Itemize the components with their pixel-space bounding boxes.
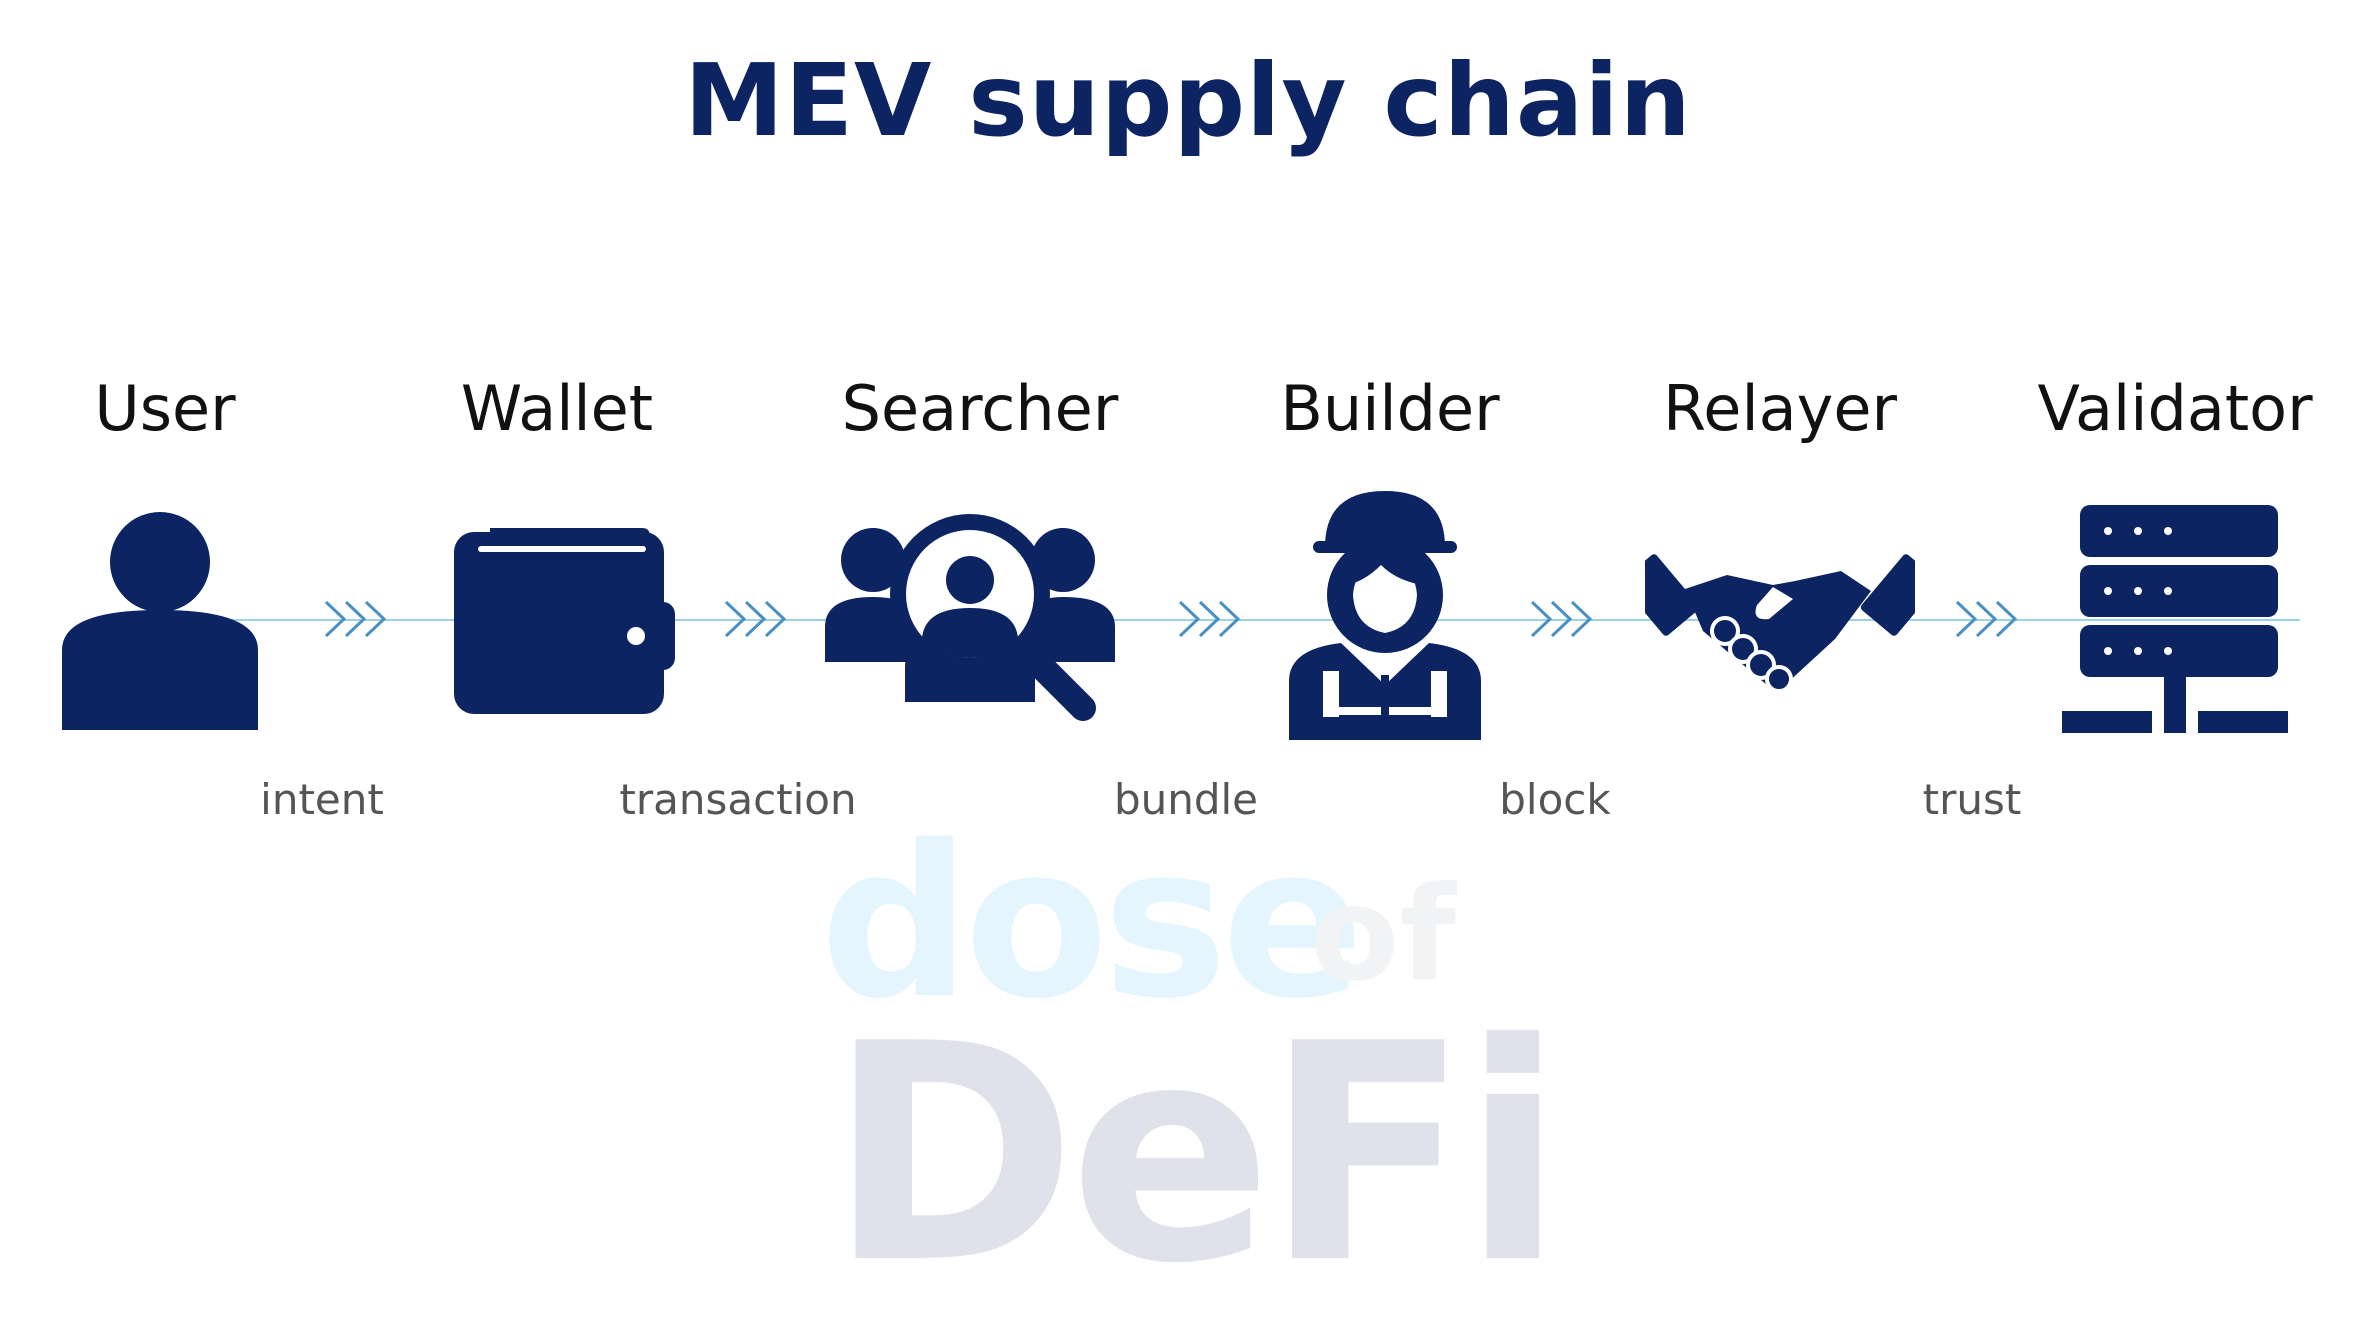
stage-label-wallet: Wallet xyxy=(460,372,654,445)
stage-label-builder: Builder xyxy=(1280,372,1500,445)
chevron-right-icon xyxy=(1178,600,1241,638)
watermark-dose: dose xyxy=(820,800,1364,1045)
diagram-title: MEV supply chain xyxy=(684,42,1692,159)
stage-label-searcher: Searcher xyxy=(841,372,1119,445)
searcher-icon xyxy=(825,514,1115,721)
flow-label-bundle: bundle xyxy=(1113,775,1259,824)
chevron-right-icon xyxy=(724,600,787,638)
watermark-of: of xyxy=(1310,858,1456,1010)
handshake-icon xyxy=(1645,554,1915,693)
chevron-right-icon xyxy=(324,600,387,638)
flow-label-transaction: transaction xyxy=(619,775,857,824)
flow-label-block: block xyxy=(1499,775,1611,824)
builder-icon xyxy=(1289,491,1481,740)
flow-label-trust: trust xyxy=(1922,775,2022,824)
chevron-right-icon xyxy=(1955,600,2018,638)
wallet-icon xyxy=(454,528,675,714)
flow-label-intent: intent xyxy=(260,775,384,824)
user-icon xyxy=(62,512,258,730)
watermark-defi: DeFi xyxy=(828,980,1564,1324)
flow-line xyxy=(150,619,2300,621)
stage-label-user: User xyxy=(94,372,236,445)
chevron-right-icon xyxy=(1530,600,1593,638)
stage-label-relayer: Relayer xyxy=(1663,372,1897,445)
server-icon xyxy=(2062,505,2288,733)
stage-label-validator: Validator xyxy=(2037,372,2313,445)
